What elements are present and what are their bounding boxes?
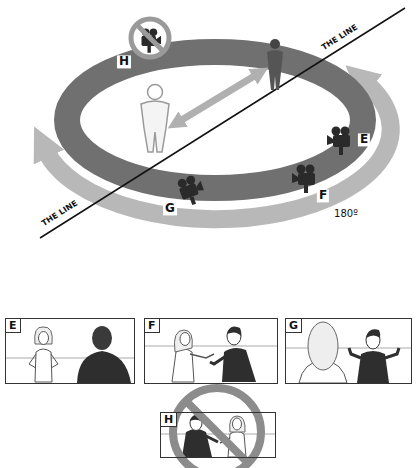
panel-g-sketch bbox=[285, 322, 412, 383]
actor-dark-part bbox=[267, 50, 283, 90]
actor-light bbox=[141, 85, 169, 153]
panel-g-sketch-part bbox=[349, 348, 399, 358]
actor-dark bbox=[267, 39, 283, 90]
panel-e-sketch-part bbox=[77, 351, 131, 383]
panel-f-sketch bbox=[144, 327, 278, 382]
axis-line-part bbox=[40, 8, 405, 238]
panel-letter: F bbox=[145, 319, 160, 333]
camera-letter: H bbox=[117, 55, 131, 68]
camera-g-part bbox=[176, 173, 207, 208]
camera-e bbox=[327, 127, 350, 156]
panel-g-sketch-part bbox=[357, 351, 389, 383]
camera-letter: E bbox=[358, 133, 370, 146]
sightline-arrow bbox=[180, 75, 256, 121]
prohibited-sign-part bbox=[173, 388, 261, 468]
panel-g-sketch-part bbox=[308, 322, 338, 370]
storyboard-panel: E bbox=[5, 318, 135, 384]
storyboard-panel: G bbox=[285, 318, 412, 384]
camera-ring-part bbox=[67, 52, 363, 188]
panel-h-sketch-part bbox=[233, 418, 242, 430]
actor-light-part bbox=[148, 85, 163, 100]
panel-e-sketch-part bbox=[29, 354, 58, 368]
panel-f-sketch-part bbox=[227, 327, 241, 336]
camera-f bbox=[292, 165, 315, 194]
panel-letter: G bbox=[286, 319, 302, 333]
panel-e-sketch bbox=[5, 326, 135, 383]
prohibited-sign-part bbox=[186, 401, 248, 463]
panel-letter: H bbox=[161, 413, 177, 427]
storyboard-panel: H bbox=[160, 412, 276, 458]
storyboard-panel: F bbox=[144, 318, 278, 384]
panel-f-sketch-part bbox=[190, 354, 214, 358]
panel-g-sketch-part bbox=[366, 329, 380, 338]
panel-e-sketch-part bbox=[35, 349, 52, 382]
camera-h bbox=[131, 19, 169, 57]
panel-f-sketch-part bbox=[174, 330, 192, 352]
panel-f-sketch-part bbox=[227, 327, 241, 345]
camera-g bbox=[176, 173, 207, 208]
panel-f-sketch-part bbox=[210, 356, 226, 364]
camera-f-part bbox=[292, 165, 315, 194]
camera-letter: G bbox=[163, 202, 177, 215]
panel-h-sketch-part bbox=[182, 429, 212, 457]
panel-f-sketch-part bbox=[144, 346, 278, 347]
actor-dark-part bbox=[270, 39, 280, 49]
camera-h-part bbox=[131, 19, 169, 57]
sightline-arrow-part bbox=[180, 75, 256, 121]
panel-e-sketch-part bbox=[35, 327, 53, 344]
actor-light-part bbox=[141, 101, 169, 152]
camera-letter: F bbox=[317, 189, 329, 202]
prohibited-sign bbox=[173, 388, 261, 468]
axis-line bbox=[40, 8, 405, 238]
panel-letter: E bbox=[6, 319, 21, 333]
panel-e-sketch-part bbox=[39, 332, 49, 345]
camera-e-part bbox=[327, 127, 350, 156]
panel-f-sketch-part bbox=[180, 333, 190, 346]
panel-h-sketch-part bbox=[230, 416, 245, 432]
camera-ring bbox=[67, 52, 363, 188]
panel-h-sketch-part bbox=[206, 436, 218, 442]
angle-label: 180º bbox=[332, 208, 360, 219]
panel-e-sketch-part bbox=[92, 326, 112, 350]
panel-f-sketch-part bbox=[222, 348, 256, 382]
camera-h-part bbox=[137, 25, 163, 51]
